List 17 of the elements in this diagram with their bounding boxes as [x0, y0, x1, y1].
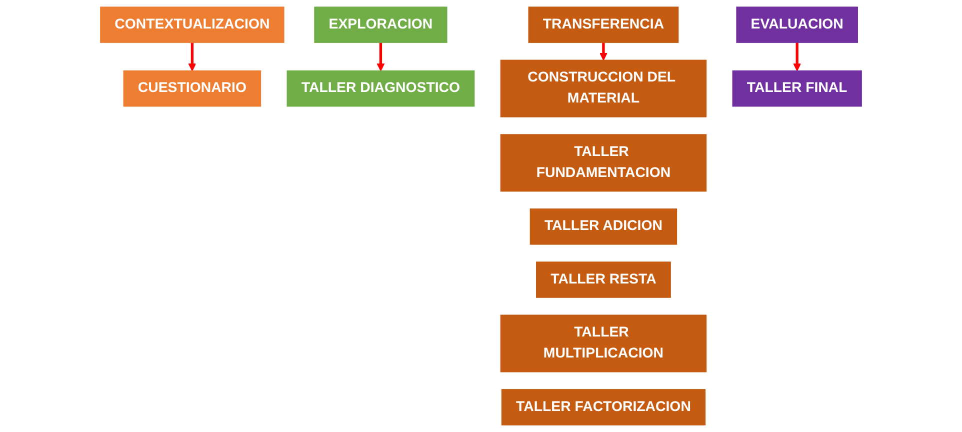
node-box: CONSTRUCCION DEL MATERIAL	[500, 60, 707, 118]
node-box: CUESTIONARIO	[123, 70, 262, 107]
node-box: EVALUACION	[736, 6, 858, 43]
node-box: TRANSFERENCIA	[528, 6, 679, 43]
node-box: TALLER FINAL	[732, 70, 862, 107]
node-box: TALLER ADICION	[530, 208, 678, 245]
node-box: TALLER FUNDAMENTACION	[500, 134, 707, 192]
node-box: EXPLORACION	[314, 6, 448, 43]
arrow	[600, 42, 608, 61]
arrow	[188, 42, 196, 72]
arrow	[376, 42, 385, 72]
node-box: TALLER RESTA	[536, 262, 671, 298]
node-box: TALLER DIAGNOSTICO	[286, 70, 475, 107]
node-box: TALLER MULTIPLICACION	[500, 314, 707, 372]
node-box: CONTEXTUALIZACION	[100, 6, 284, 43]
node-box: TALLER FACTORIZACION	[501, 389, 706, 426]
arrow	[793, 42, 801, 72]
